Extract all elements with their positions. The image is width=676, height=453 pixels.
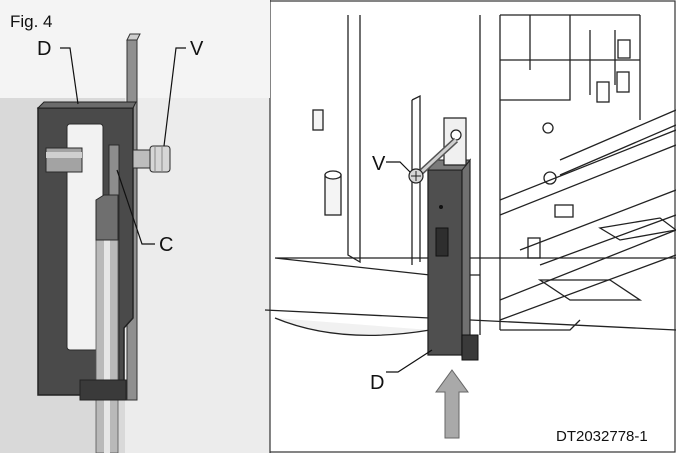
clip (554, 204, 574, 218)
back-frame-edge (411, 94, 421, 262)
rail-lines-upper (559, 109, 676, 176)
callout-line-left-c (116, 169, 155, 245)
vertical-plate-top (126, 33, 141, 41)
callout-right-d: D (370, 372, 384, 394)
right-assembly-view (264, 14, 676, 336)
right-bracket-d (426, 117, 479, 361)
figure-reference: DT2032778-1 (556, 428, 648, 445)
right-screw-icon (408, 137, 459, 184)
base-cutout-2 (598, 217, 676, 241)
shaft-block (95, 194, 119, 241)
figure-label: Fig. 4 (10, 12, 53, 31)
cabinet-box (479, 14, 641, 335)
cabinet-hole-2 (616, 71, 630, 93)
callout-left-d: D (37, 38, 51, 60)
rail-lines (499, 129, 676, 321)
cabinet-slots (529, 15, 616, 95)
nut-2 (542, 122, 554, 134)
upward-arrow-icon (435, 369, 469, 439)
callout-left-c: C (159, 234, 173, 256)
base-cutout-1 (537, 279, 643, 301)
left-pin (45, 147, 83, 173)
callout-line-right-v (386, 161, 411, 173)
callout-line-left-v (163, 47, 186, 147)
base-edge (500, 319, 581, 331)
standoff-1 (324, 174, 342, 216)
nut-1 (543, 171, 557, 185)
bracket-foot (79, 379, 127, 401)
nut-3 (527, 237, 541, 259)
left-pin-highlight (46, 152, 82, 158)
standoff-2 (312, 109, 324, 131)
callout-left-v: V (190, 38, 204, 60)
foot-ellipse (274, 317, 431, 336)
left-detail-view: Fig. 4 D V C (0, 0, 271, 453)
callout-right-v: V (372, 153, 386, 175)
bracket-d-lip (36, 101, 137, 109)
cabinet-hole-3 (617, 39, 631, 59)
screw-icon (132, 145, 171, 173)
cabinet-hole-1 (596, 81, 610, 103)
callout-line-right-d (386, 349, 433, 373)
shaft-highlight (104, 210, 110, 453)
standoff-1-top (324, 170, 342, 180)
callout-line-left-d (60, 47, 79, 105)
